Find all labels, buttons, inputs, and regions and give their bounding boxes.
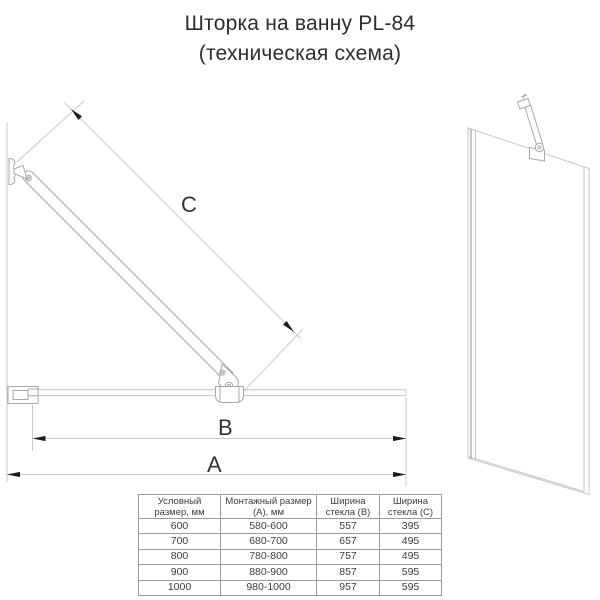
cell-nominal: 1000 bbox=[138, 579, 221, 596]
hinge-screw-upper bbox=[219, 369, 226, 376]
table-header-row: Условный размер, мм Монтажный размер (А)… bbox=[138, 494, 442, 519]
cell-mounting: 880-900 bbox=[220, 564, 317, 581]
cell-width-b: 757 bbox=[316, 548, 380, 566]
front-view-diagram: C B A bbox=[6, 100, 407, 486]
cell-width-c: 595 bbox=[379, 579, 442, 596]
b-arrow-right bbox=[393, 435, 406, 442]
header-mounting-size: Монтажный размер (А), мм bbox=[220, 494, 317, 519]
dimension-line-c bbox=[64, 102, 301, 339]
size-table: Условный размер, мм Монтажный размер (А)… bbox=[138, 494, 442, 596]
wall-profile-step bbox=[27, 388, 38, 397]
support-bar-screw-center bbox=[26, 176, 31, 180]
page-title: Шторка на ванну PL-84 (техническая схема… bbox=[0, 9, 600, 69]
glass-clamp bbox=[215, 386, 244, 403]
label-c: C bbox=[181, 192, 197, 217]
cell-nominal: 700 bbox=[138, 533, 221, 550]
c-arrow-top bbox=[71, 109, 82, 120]
a-arrow-right bbox=[393, 471, 406, 478]
header-nominal-size: Условный размер, мм bbox=[138, 494, 221, 519]
c-extension-line-top bbox=[16, 100, 85, 163]
cell-width-b: 657 bbox=[316, 533, 380, 550]
table-row: 700 680-700 657 495 bbox=[138, 533, 442, 550]
glass-panel-outline bbox=[467, 127, 590, 496]
label-a: A bbox=[207, 452, 222, 477]
header-glass-width-b: Ширина стекла (B) bbox=[316, 494, 380, 519]
support-bar-perspective bbox=[524, 104, 544, 147]
title-line-2: (техническая схема) bbox=[198, 42, 402, 65]
hinge-screw-upper-center bbox=[221, 371, 224, 374]
b-arrow-left bbox=[32, 435, 46, 442]
cell-width-b: 557 bbox=[316, 517, 380, 535]
bar-pivot bbox=[534, 142, 545, 153]
cell-mounting: 580-600 bbox=[220, 517, 317, 535]
cell-width-c: 495 bbox=[379, 548, 442, 566]
cell-width-c: 495 bbox=[379, 533, 442, 550]
cell-nominal: 900 bbox=[138, 564, 221, 581]
cell-width-b: 857 bbox=[316, 564, 380, 581]
cell-width-b: 957 bbox=[316, 579, 380, 596]
bar-pivot-center bbox=[537, 145, 542, 150]
c-arrow-bottom bbox=[283, 321, 294, 332]
cell-mounting: 680-700 bbox=[220, 533, 317, 550]
a-arrow-left bbox=[7, 471, 20, 478]
cell-nominal: 600 bbox=[138, 517, 221, 535]
glass-left-profile-inner bbox=[467, 127, 476, 460]
table-row: 800 780-800 757 495 bbox=[138, 548, 442, 566]
header-glass-width-c: Ширина стекла (C) bbox=[379, 494, 442, 519]
glass-clamp-lugs bbox=[219, 386, 240, 403]
table-row: 600 580-600 557 395 bbox=[138, 517, 442, 535]
cell-mounting: 980-1000 bbox=[220, 579, 317, 596]
title-line-1: Шторка на ванну PL-84 bbox=[184, 12, 416, 35]
cell-width-c: 395 bbox=[379, 517, 442, 535]
cell-mounting: 780-800 bbox=[220, 548, 317, 566]
perspective-view-diagram bbox=[467, 93, 590, 496]
c-extension-line-bottom bbox=[242, 328, 304, 393]
anchor-screw bbox=[520, 93, 528, 100]
table-row: 1000 980-1000 957 595 bbox=[138, 579, 442, 596]
table-row: 900 880-900 857 595 bbox=[138, 564, 442, 581]
cell-width-c: 595 bbox=[379, 564, 442, 581]
glass-panel-thickness-bottom bbox=[467, 456, 585, 492]
support-bar bbox=[22, 170, 234, 382]
cell-nominal: 800 bbox=[138, 548, 221, 566]
label-b: B bbox=[218, 415, 233, 440]
wall-bracket-cone bbox=[13, 164, 28, 180]
